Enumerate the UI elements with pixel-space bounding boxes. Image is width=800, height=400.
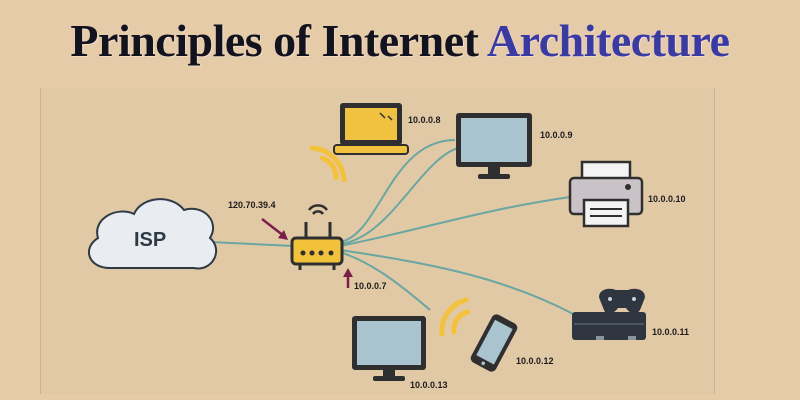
public-ip-arrow xyxy=(261,218,288,240)
laptop-icon xyxy=(333,103,409,155)
smartphone-icon xyxy=(470,314,518,372)
title-part-accent: Architecture xyxy=(486,15,730,66)
wifi-signal-icon xyxy=(439,297,471,337)
router-local-ip: 10.0.0.7 xyxy=(354,281,387,291)
device-ip: 10.0.0.8 xyxy=(408,115,441,125)
connection-lines xyxy=(209,139,576,316)
device-ip: 10.0.0.11 xyxy=(652,327,689,337)
link-router-printer xyxy=(339,196,571,247)
game-console-icon xyxy=(572,288,646,340)
title-part-dark: Principles of Internet xyxy=(70,15,479,66)
router-public-ip: 120.70.39.4 xyxy=(228,200,276,210)
isp-label: ISP xyxy=(134,229,166,251)
isp-cloud-icon xyxy=(87,198,217,270)
link-router-console xyxy=(339,249,576,316)
link-router-laptop xyxy=(339,139,456,243)
printer-icon xyxy=(568,160,644,228)
link-router-monitor xyxy=(339,147,459,245)
link-isp-router xyxy=(209,241,295,247)
wifi-signal-icon xyxy=(309,145,347,183)
device-ip: 10.0.0.12 xyxy=(516,356,554,366)
device-ip: 10.0.0.9 xyxy=(540,130,573,140)
local-ip-arrow xyxy=(343,268,353,288)
device-ip: 10.0.0.10 xyxy=(648,194,686,204)
device-ip: 10.0.0.13 xyxy=(410,380,448,390)
link-router-phone xyxy=(339,251,431,311)
desktop-monitor-icon xyxy=(352,316,426,381)
desktop-monitor-icon xyxy=(456,113,532,179)
router-icon xyxy=(290,204,344,270)
page-title: Principles of Internet Architecture xyxy=(0,14,800,67)
